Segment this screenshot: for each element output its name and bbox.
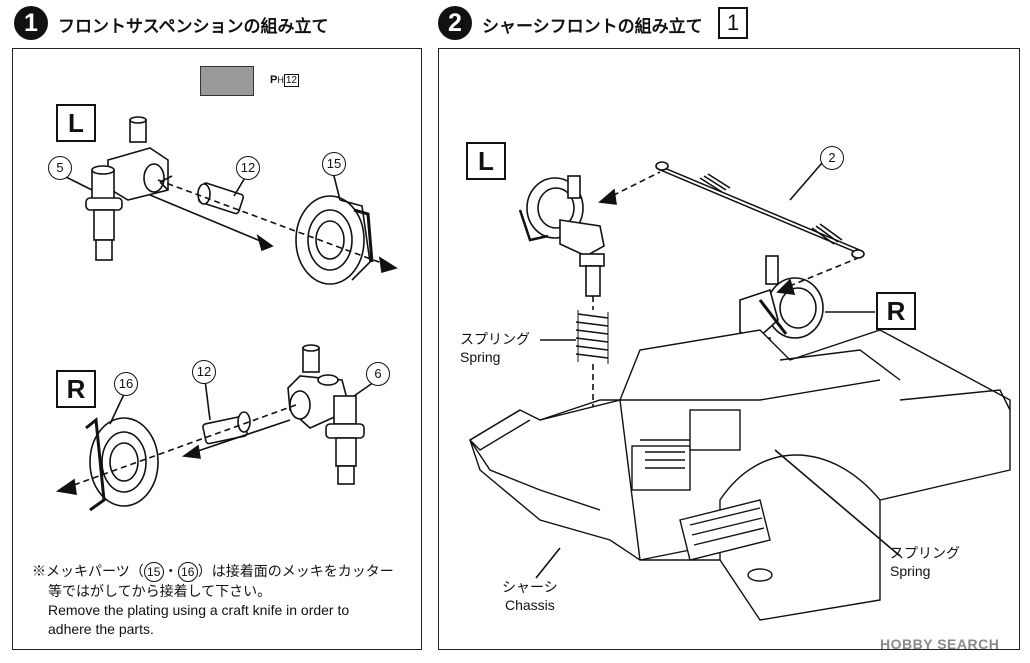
note-callout-15: 15 [143, 562, 164, 582]
hub-part15 [295, 195, 374, 285]
hobby-search-watermark: HOBBY SEARCH [880, 636, 1000, 652]
chassis-label-en: Chassis [504, 597, 555, 613]
right-knuckle-part6 [287, 344, 365, 485]
paint-sub: H [277, 75, 284, 85]
plating-note-en-line1: Remove the plating using a craft knife i… [48, 602, 350, 618]
step1-badge: 1 [14, 6, 48, 40]
right-spring-label-jp: スプリング [890, 545, 960, 561]
part-callout-2: 2 [820, 146, 844, 170]
hub-part16 [85, 417, 159, 512]
left-spring-label-en: Spring [460, 349, 501, 365]
chassis-body [468, 329, 1011, 621]
step1-title: フロントサスペンションの組み立て [58, 17, 329, 37]
plating-note-jp-b: ・ [163, 563, 178, 579]
paint-swatch [200, 66, 254, 96]
right-spring-label: スプリング Spring [890, 544, 960, 580]
right-spring-label-en: Spring [890, 563, 931, 579]
left-spring-label-jp: スプリング [460, 331, 530, 347]
tie-rod-part2 [655, 161, 865, 259]
chassis-label: シャーシ Chassis [502, 578, 558, 614]
step2-box-number: 1 [718, 7, 748, 39]
left-knuckle-part5 [85, 116, 169, 261]
part-callout-16: 16 [114, 372, 138, 396]
paint-number: 12 [283, 74, 299, 87]
chassis-right-tag: R [876, 292, 916, 330]
plating-note-jp-line2: 等ではがしてから接着して下さい。 [48, 583, 272, 599]
plating-note-jp-line1: ※メッキパーツ（15・16）は接着面のメッキをカッター [32, 562, 412, 582]
part-callout-12-bottom: 12 [192, 360, 216, 384]
left-spring [575, 310, 609, 364]
left-side-tag: L [56, 104, 96, 142]
plating-note-en-line2: adhere the parts. [48, 621, 154, 637]
plating-note-jp-a: ※メッキパーツ（ [32, 563, 144, 579]
plating-note: ※メッキパーツ（15・16）は接着面のメッキをカッター 等ではがしてから接着して… [32, 562, 412, 639]
chassis-label-jp: シャーシ [502, 579, 558, 595]
step2-title: シャーシフロントの組み立て [482, 17, 703, 37]
paint-letter: P [270, 74, 278, 86]
step1-panel [12, 48, 422, 650]
part-callout-6: 6 [366, 362, 390, 386]
step2-badge: 2 [438, 6, 472, 40]
pin-part12-top [197, 182, 245, 215]
chassis-left-knuckle [518, 175, 605, 297]
part-callout-5: 5 [48, 156, 72, 180]
note-callout-16: 16 [177, 562, 198, 582]
chassis-left-tag: L [466, 142, 506, 180]
part-callout-12-top: 12 [236, 156, 260, 180]
part-callout-15: 15 [322, 152, 346, 176]
left-spring-label: スプリング Spring [460, 330, 530, 366]
right-side-tag: R [56, 370, 96, 408]
plating-note-jp-c: ）は接着面のメッキをカッター [197, 563, 394, 579]
